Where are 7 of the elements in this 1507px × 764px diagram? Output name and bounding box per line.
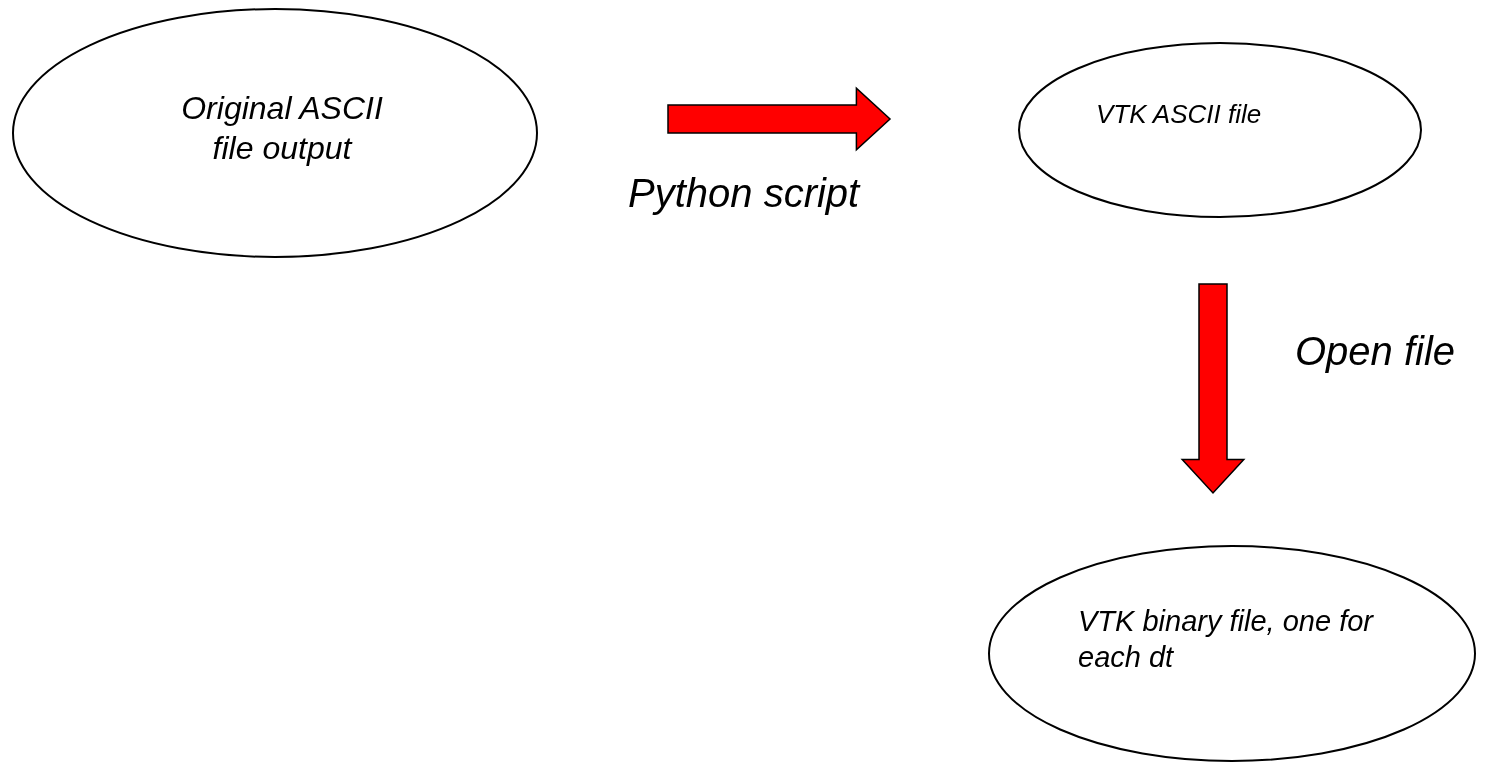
- node-text: VTK binary file, one for each dt: [1078, 604, 1375, 676]
- edge-label: Open file: [1295, 329, 1456, 374]
- block-arrow: [1180, 283, 1246, 495]
- node-text: VTK ASCII file: [1096, 98, 1263, 131]
- edge-label: Python script: [628, 171, 860, 216]
- block-arrow: [667, 86, 892, 152]
- node-text: Original ASCII file output: [180, 89, 384, 168]
